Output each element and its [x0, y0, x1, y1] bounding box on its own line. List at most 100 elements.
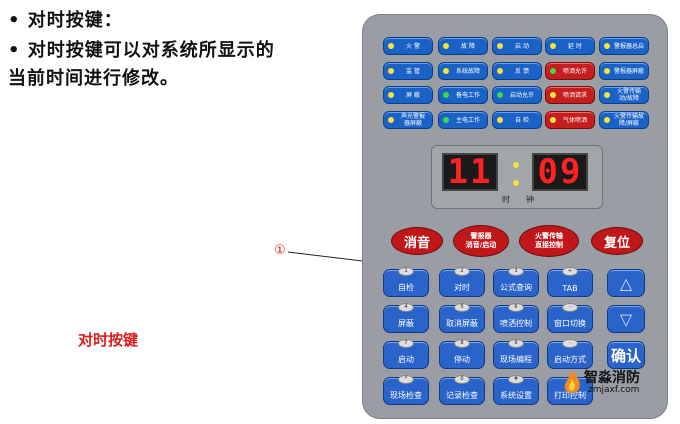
key-label: 屏蔽 — [398, 319, 414, 328]
indicator-3: 延 时 — [545, 37, 595, 55]
led-dot-icon — [604, 43, 610, 49]
indicator-label: 声光警报 器屏蔽 — [400, 113, 425, 127]
intro-line-cont: 当前时间进行修改。 — [8, 68, 179, 89]
control-panel: 火 警故 障启 动延 时警报器总启监 管系统故障反 馈喷洒允许警报器屏蔽屏 蔽备… — [362, 14, 668, 419]
key-7[interactable]: - 窗口切换 — [547, 303, 593, 333]
indicator-label: 警报器总启 — [613, 42, 644, 50]
led-dot-icon — [443, 68, 449, 74]
indicator-9: 警报器屏蔽 — [599, 62, 649, 80]
key-number: 1 — [398, 267, 414, 276]
led-dot-icon — [497, 43, 503, 49]
led-dot-icon — [550, 117, 556, 123]
logo-url: zmjaxf.com — [588, 385, 640, 395]
indicator-19: 火警传输故 障/屏蔽 — [599, 111, 649, 129]
led-dot-icon — [443, 117, 449, 123]
alarm-silence-start-label: 警报器 消音/启动 — [465, 232, 497, 249]
indicator-1: 故 障 — [438, 37, 488, 55]
key-number: 6 — [508, 303, 524, 312]
led-dot-icon — [604, 117, 610, 123]
indicator-label: 火警传输故 障/屏蔽 — [613, 113, 644, 127]
key-label: 窗口切换 — [554, 319, 586, 328]
indicator-label: 反 馈 — [515, 67, 529, 75]
intro-line: • 对时按键可以对系统所显示的 — [8, 40, 275, 61]
figure-caption: 对时按键 — [78, 331, 139, 349]
key-6[interactable]: 6 喷洒控制 — [493, 303, 539, 333]
led-dot-icon — [388, 68, 394, 74]
key-number: 3 — [508, 267, 524, 276]
reset-label: 复位 — [603, 235, 630, 251]
key-number: - — [562, 303, 578, 312]
colon-led-top — [513, 162, 519, 168]
indicator-18: 气体喷洒 — [545, 111, 595, 129]
indicator-7: 反 馈 — [492, 62, 542, 80]
fire-transmit-control-label: 火警传输 直接控制 — [535, 232, 563, 249]
reset-button[interactable]: 复位 — [591, 227, 643, 255]
led-dot-icon — [443, 43, 449, 49]
led-dot-icon — [388, 43, 394, 49]
key-number: 0 — [454, 375, 470, 384]
indicator-label: 监 管 — [406, 67, 420, 75]
key-14[interactable]: #系统设置 — [493, 375, 539, 405]
up-arrow-button[interactable]: △ — [607, 269, 645, 297]
indicator-label: 自 检 — [515, 116, 529, 124]
key-12[interactable]: *现场检查 — [383, 375, 429, 405]
led-dot-icon — [604, 92, 610, 98]
led-dot-icon — [550, 92, 556, 98]
key-number: 9 — [508, 339, 524, 348]
indicator-12: 启动允许 — [492, 86, 542, 104]
clock-min-label: 钟 — [526, 195, 534, 204]
confirm-button[interactable]: 确认 — [607, 341, 645, 369]
fire-transmit-control-button[interactable]: 火警传输 直接控制 — [519, 225, 579, 257]
key-number: 8 — [454, 339, 470, 348]
key-label: TAB — [562, 284, 578, 293]
indicator-label: 故 障 — [461, 42, 475, 50]
indicator-5: 监 管 — [383, 62, 433, 80]
key-label: 启动方式 — [554, 355, 586, 364]
clock-minutes: 09 — [532, 152, 588, 192]
key-label: 启动 — [398, 355, 414, 364]
indicator-label: 备电工作 — [455, 91, 480, 99]
key-4[interactable]: 4 屏蔽 — [383, 303, 429, 333]
key-number: · — [562, 339, 578, 348]
indicator-16: 主电工作 — [438, 111, 488, 129]
indicator-6: 系统故障 — [438, 62, 488, 80]
indicator-11: 备电工作 — [438, 86, 488, 104]
indicator-label: 火警传输 动/故障 — [616, 88, 641, 102]
indicator-label: 延 时 — [568, 42, 582, 50]
key-3[interactable]: + TAB — [547, 267, 593, 297]
indicator-label: 主电工作 — [455, 116, 480, 124]
indicator-label: 系统故障 — [455, 67, 480, 75]
key-9[interactable]: 8 停动 — [439, 339, 485, 369]
indicator-8: 喷洒允许 — [545, 62, 595, 80]
led-dot-icon — [497, 117, 503, 123]
brand-logo: 智淼消防 zmjaxf.com — [560, 366, 666, 400]
key-number: 5 — [454, 303, 470, 312]
silence-button[interactable]: 消音 — [391, 227, 443, 255]
down-arrow-button[interactable]: ▽ — [607, 305, 645, 333]
key-number: + — [562, 267, 578, 276]
key-label: 停动 — [454, 355, 470, 364]
indicator-0: 火 警 — [383, 37, 433, 55]
indicator-label: 启 动 — [515, 42, 529, 50]
colon-led-bottom — [513, 180, 519, 186]
intro-heading: • 对时按键： — [8, 10, 123, 31]
key-11[interactable]: · 启动方式 — [547, 339, 593, 369]
key-label: 喷洒控制 — [500, 319, 532, 328]
led-dot-icon — [550, 68, 556, 74]
key-number: 2 — [454, 267, 470, 276]
silence-label: 消音 — [403, 235, 430, 251]
clock-hours: 11 — [442, 152, 498, 192]
led-dot-icon — [443, 92, 449, 98]
key-number: # — [508, 375, 524, 384]
key-number: 4 — [398, 303, 414, 312]
led-dot-icon — [497, 68, 503, 74]
up-arrow-icon: △ — [619, 273, 633, 293]
alarm-silence-start-button[interactable]: 警报器 消音/启动 — [453, 225, 509, 257]
